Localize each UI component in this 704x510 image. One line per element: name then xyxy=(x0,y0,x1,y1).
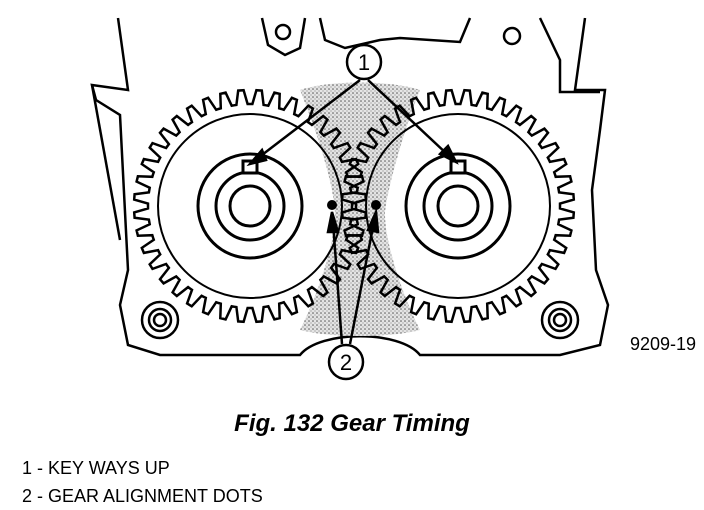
gear-timing-diagram: 1 2 9209-19 xyxy=(90,17,696,381)
hub-left xyxy=(196,152,304,260)
legend-item-2: 2 - GEAR ALIGNMENT DOTS xyxy=(22,486,263,506)
bolt-right xyxy=(540,300,580,340)
engine-housing xyxy=(90,17,610,357)
mounting-holes xyxy=(140,23,580,340)
callout-1-leaders xyxy=(246,79,459,167)
keyway-right xyxy=(449,159,467,175)
figure-ref-code: 9209-19 xyxy=(630,334,696,354)
gear-left xyxy=(132,88,368,324)
figure-caption: Fig. 132 Gear Timing xyxy=(234,410,470,437)
gear-mesh-region xyxy=(300,82,420,336)
callout-1: 1 xyxy=(345,43,383,81)
callout-1-label: 1 xyxy=(358,50,370,75)
gear-right-teeth xyxy=(340,88,576,324)
alignment-dot-left xyxy=(327,200,337,210)
callout-2-label: 2 xyxy=(340,350,352,375)
bolt-left xyxy=(140,300,180,340)
gear-left-rim xyxy=(157,113,343,299)
gear-right xyxy=(340,88,576,324)
alignment-dot-right xyxy=(371,200,381,210)
gear-right-rim xyxy=(365,113,551,299)
gear-left-teeth xyxy=(132,88,368,324)
hub-right xyxy=(404,152,512,260)
callout-2: 2 xyxy=(327,343,365,381)
callout-2-leaders xyxy=(326,207,380,345)
legend-item-1: 1 - KEY WAYS UP xyxy=(22,458,170,478)
